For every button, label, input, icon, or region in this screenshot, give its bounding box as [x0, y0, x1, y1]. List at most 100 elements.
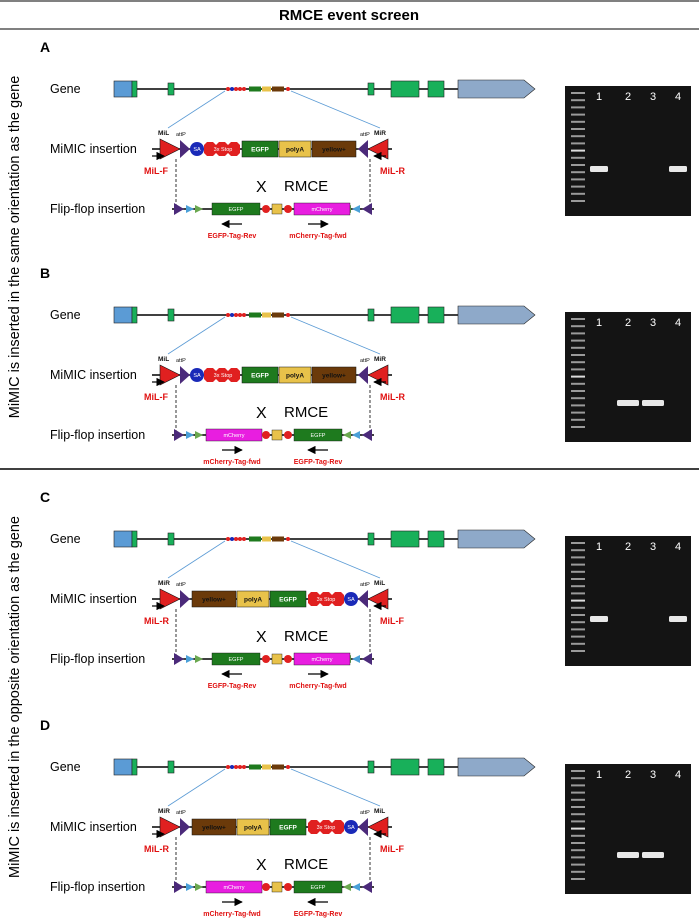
ladder-band: [571, 642, 585, 645]
mini-egfp: [249, 536, 261, 542]
flipflop-egfp-label: EGFP: [229, 207, 244, 213]
frt14-icon: [352, 205, 360, 213]
mini-cassette-dot: [242, 313, 246, 317]
exon-utr-3: [457, 529, 536, 549]
egfp-primer-label: EGFP-Tag-Rev: [294, 911, 343, 918]
ladder-band: [571, 135, 585, 138]
yellow-block: [311, 140, 357, 158]
gel-image: [565, 764, 691, 894]
mini-cassette-dot: [286, 87, 290, 91]
mimic-row-label: MiMIC insertion: [50, 820, 137, 834]
attb-left-icon: [174, 203, 184, 215]
frt14-icon: [186, 205, 194, 213]
ladder-band: [571, 878, 585, 880]
ladder-band: [571, 375, 585, 378]
exon-3: [367, 760, 375, 774]
exon-utr-5: [113, 758, 133, 776]
ladder-band: [571, 777, 585, 780]
primer-label-right: MiL-F: [380, 844, 404, 854]
flipflop-egfp-label: EGFP: [311, 433, 326, 439]
inverted-repeat-left-icon: [159, 364, 181, 386]
flipflop-mcherry-block: [293, 202, 351, 216]
frt14-icon: [186, 883, 194, 891]
gel-lane-label: 2: [625, 317, 631, 329]
splice-acceptor-label: SA: [347, 597, 355, 603]
gel-band: [642, 852, 664, 858]
primer-label-left: MiL-F: [144, 166, 168, 176]
flipflop-polya-block: [271, 881, 283, 893]
ladder-band: [571, 806, 585, 808]
stop-codon-icon: [308, 820, 320, 834]
flipflop-egfp-block: [211, 202, 261, 216]
mini-cassette-dot: [286, 537, 290, 541]
gel-lane-label: 3: [650, 769, 656, 781]
flipflop-stop-icon: [262, 883, 270, 891]
attb-left-icon: [174, 881, 184, 893]
mini-cassette-dot: [234, 537, 238, 541]
egfp-primer-label: EGFP-Tag-Rev: [208, 233, 257, 240]
zoom-line-left: [167, 768, 226, 807]
ladder-band: [571, 798, 585, 801]
flipflop-row-label: Flip-flop insertion: [50, 428, 145, 442]
ladder-band: [571, 156, 585, 159]
ladder-band: [571, 426, 585, 428]
mini-cassette-dot: [286, 765, 290, 769]
flipflop-stop-icon: [284, 883, 292, 891]
mini-yellow: [272, 312, 284, 318]
exon-3: [367, 308, 375, 322]
splice-acceptor-label: SA: [347, 825, 355, 831]
mini-yellow: [272, 86, 284, 92]
ladder-band: [571, 382, 585, 385]
rmce-label: RMCE: [284, 178, 328, 195]
exon-1: [131, 758, 138, 776]
ladder-band: [571, 549, 585, 552]
flipflop-egfp-block: [293, 880, 343, 894]
yellow-label: yellow+: [202, 825, 226, 832]
ladder-band: [571, 185, 585, 188]
mini-cassette-dot: [226, 87, 230, 91]
exon-1: [131, 80, 138, 98]
gene-row-label: Gene: [50, 760, 81, 774]
attp-label-right: attP: [360, 132, 370, 138]
mini-cassette-dot: [230, 87, 234, 91]
ladder-band: [571, 592, 585, 595]
flipflop-polya-block: [271, 203, 283, 215]
mcherry-primer-label: mCherry-Tag-fwd: [203, 459, 260, 466]
frt14-icon: [186, 655, 194, 663]
repeat-label-left: MiR: [158, 808, 170, 815]
frt-icon: [195, 883, 203, 891]
ladder-band: [571, 849, 585, 852]
flipflop-mcherry-label: mCherry: [311, 657, 332, 663]
gel-band: [642, 400, 664, 406]
attb-left-icon: [174, 429, 184, 441]
yellow-label: yellow+: [322, 147, 346, 154]
mini-cassette-dot: [238, 765, 242, 769]
panel-letter: A: [40, 39, 50, 55]
gel-band: [669, 616, 687, 622]
mini-yellow: [272, 536, 284, 542]
mini-cassette-dot: [230, 313, 234, 317]
ladder-band: [571, 200, 585, 202]
flipflop-mcherry-label: mCherry: [223, 885, 244, 891]
exon-4: [390, 758, 420, 776]
ladder-band: [571, 92, 585, 94]
mini-cassette-dot: [242, 537, 246, 541]
flipflop-egfp-block: [211, 652, 261, 666]
zoom-line-right: [290, 90, 381, 129]
exon-utr-5: [113, 306, 133, 324]
mini-cassette-dot: [286, 313, 290, 317]
exon-utr-5: [113, 530, 133, 548]
stop-codon-icon: [320, 820, 332, 834]
splice-acceptor-icon: [344, 592, 358, 606]
ladder-band: [571, 770, 585, 772]
exon-3: [367, 82, 375, 96]
mcherry-primer-label: mCherry-Tag-fwd: [289, 683, 346, 690]
ladder-band: [571, 650, 585, 652]
splice-acceptor-icon: [344, 820, 358, 834]
frt-icon: [195, 205, 203, 213]
gel-lane-label: 2: [625, 541, 631, 553]
exon-3: [367, 532, 375, 546]
ladder-band: [571, 827, 585, 830]
